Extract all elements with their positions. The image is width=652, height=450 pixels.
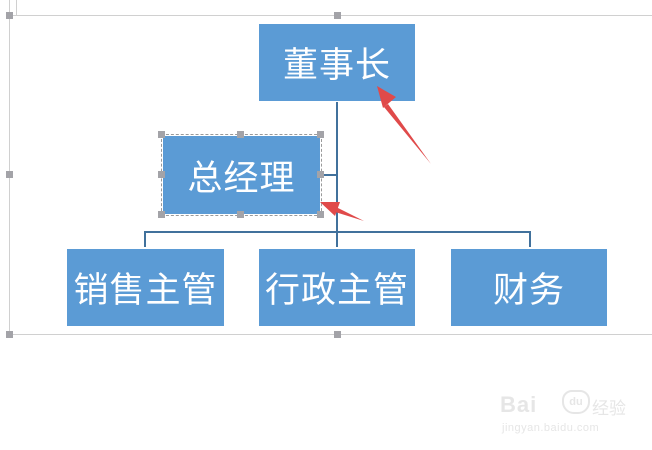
canvas-frame-bottom [9, 334, 652, 335]
canvas-resize-handle-middle-left[interactable] [6, 171, 13, 178]
selection-outline [161, 134, 322, 216]
connector-drop-right [529, 231, 531, 247]
org-node-label: 行政主管 [264, 271, 409, 311]
org-node-label: 总经理 [187, 158, 296, 199]
org-node-label: 销售主管 [73, 271, 218, 311]
shape-resize-handle-bottom-right[interactable] [317, 211, 324, 218]
baidu-jingyan-watermark: Bai du 经验 jingyan.baidu.com [500, 378, 630, 438]
org-node-sales-supervisor[interactable]: 销售主管 [67, 249, 224, 326]
org-node-general-manager[interactable]: 总经理 [163, 136, 320, 214]
org-node-finance[interactable]: 财务 [451, 249, 607, 326]
shape-resize-handle-bottom-left[interactable] [158, 211, 165, 218]
canvas-resize-handle-top-center[interactable] [334, 12, 341, 19]
org-node-label: 董事长 [282, 46, 391, 86]
shape-resize-handle-middle-left[interactable] [158, 171, 165, 178]
canvas-frame-top [9, 15, 652, 16]
watermark-brand: Bai [500, 392, 538, 417]
connector-children-bar [144, 231, 531, 233]
shape-resize-handle-bottom-center[interactable] [237, 211, 244, 218]
connector-assistant-branch [320, 174, 337, 176]
arrow-to-general-manager-icon [320, 202, 364, 221]
org-node-admin-supervisor[interactable]: 行政主管 [259, 249, 415, 326]
connector-drop-left [144, 231, 146, 247]
watermark-url: jingyan.baidu.com [502, 422, 600, 434]
paw-icon: du [562, 390, 590, 414]
org-node-label: 财务 [492, 271, 565, 311]
canvas-frame-left [9, 0, 10, 338]
shape-resize-handle-top-right[interactable] [317, 131, 324, 138]
org-node-chairman[interactable]: 董事长 [259, 24, 415, 101]
shape-resize-handle-top-left[interactable] [158, 131, 165, 138]
canvas-resize-handle-top-left[interactable] [6, 12, 13, 19]
shape-resize-handle-top-center[interactable] [237, 131, 244, 138]
shape-resize-handle-middle-right[interactable] [317, 171, 324, 178]
canvas-resize-handle-bottom-center[interactable] [334, 331, 341, 338]
connector-trunk [336, 102, 338, 247]
canvas-resize-handle-bottom-left[interactable] [6, 331, 13, 338]
watermark-cn-text: 经验 [592, 399, 626, 419]
canvas-frame-corner-top [16, 0, 17, 15]
